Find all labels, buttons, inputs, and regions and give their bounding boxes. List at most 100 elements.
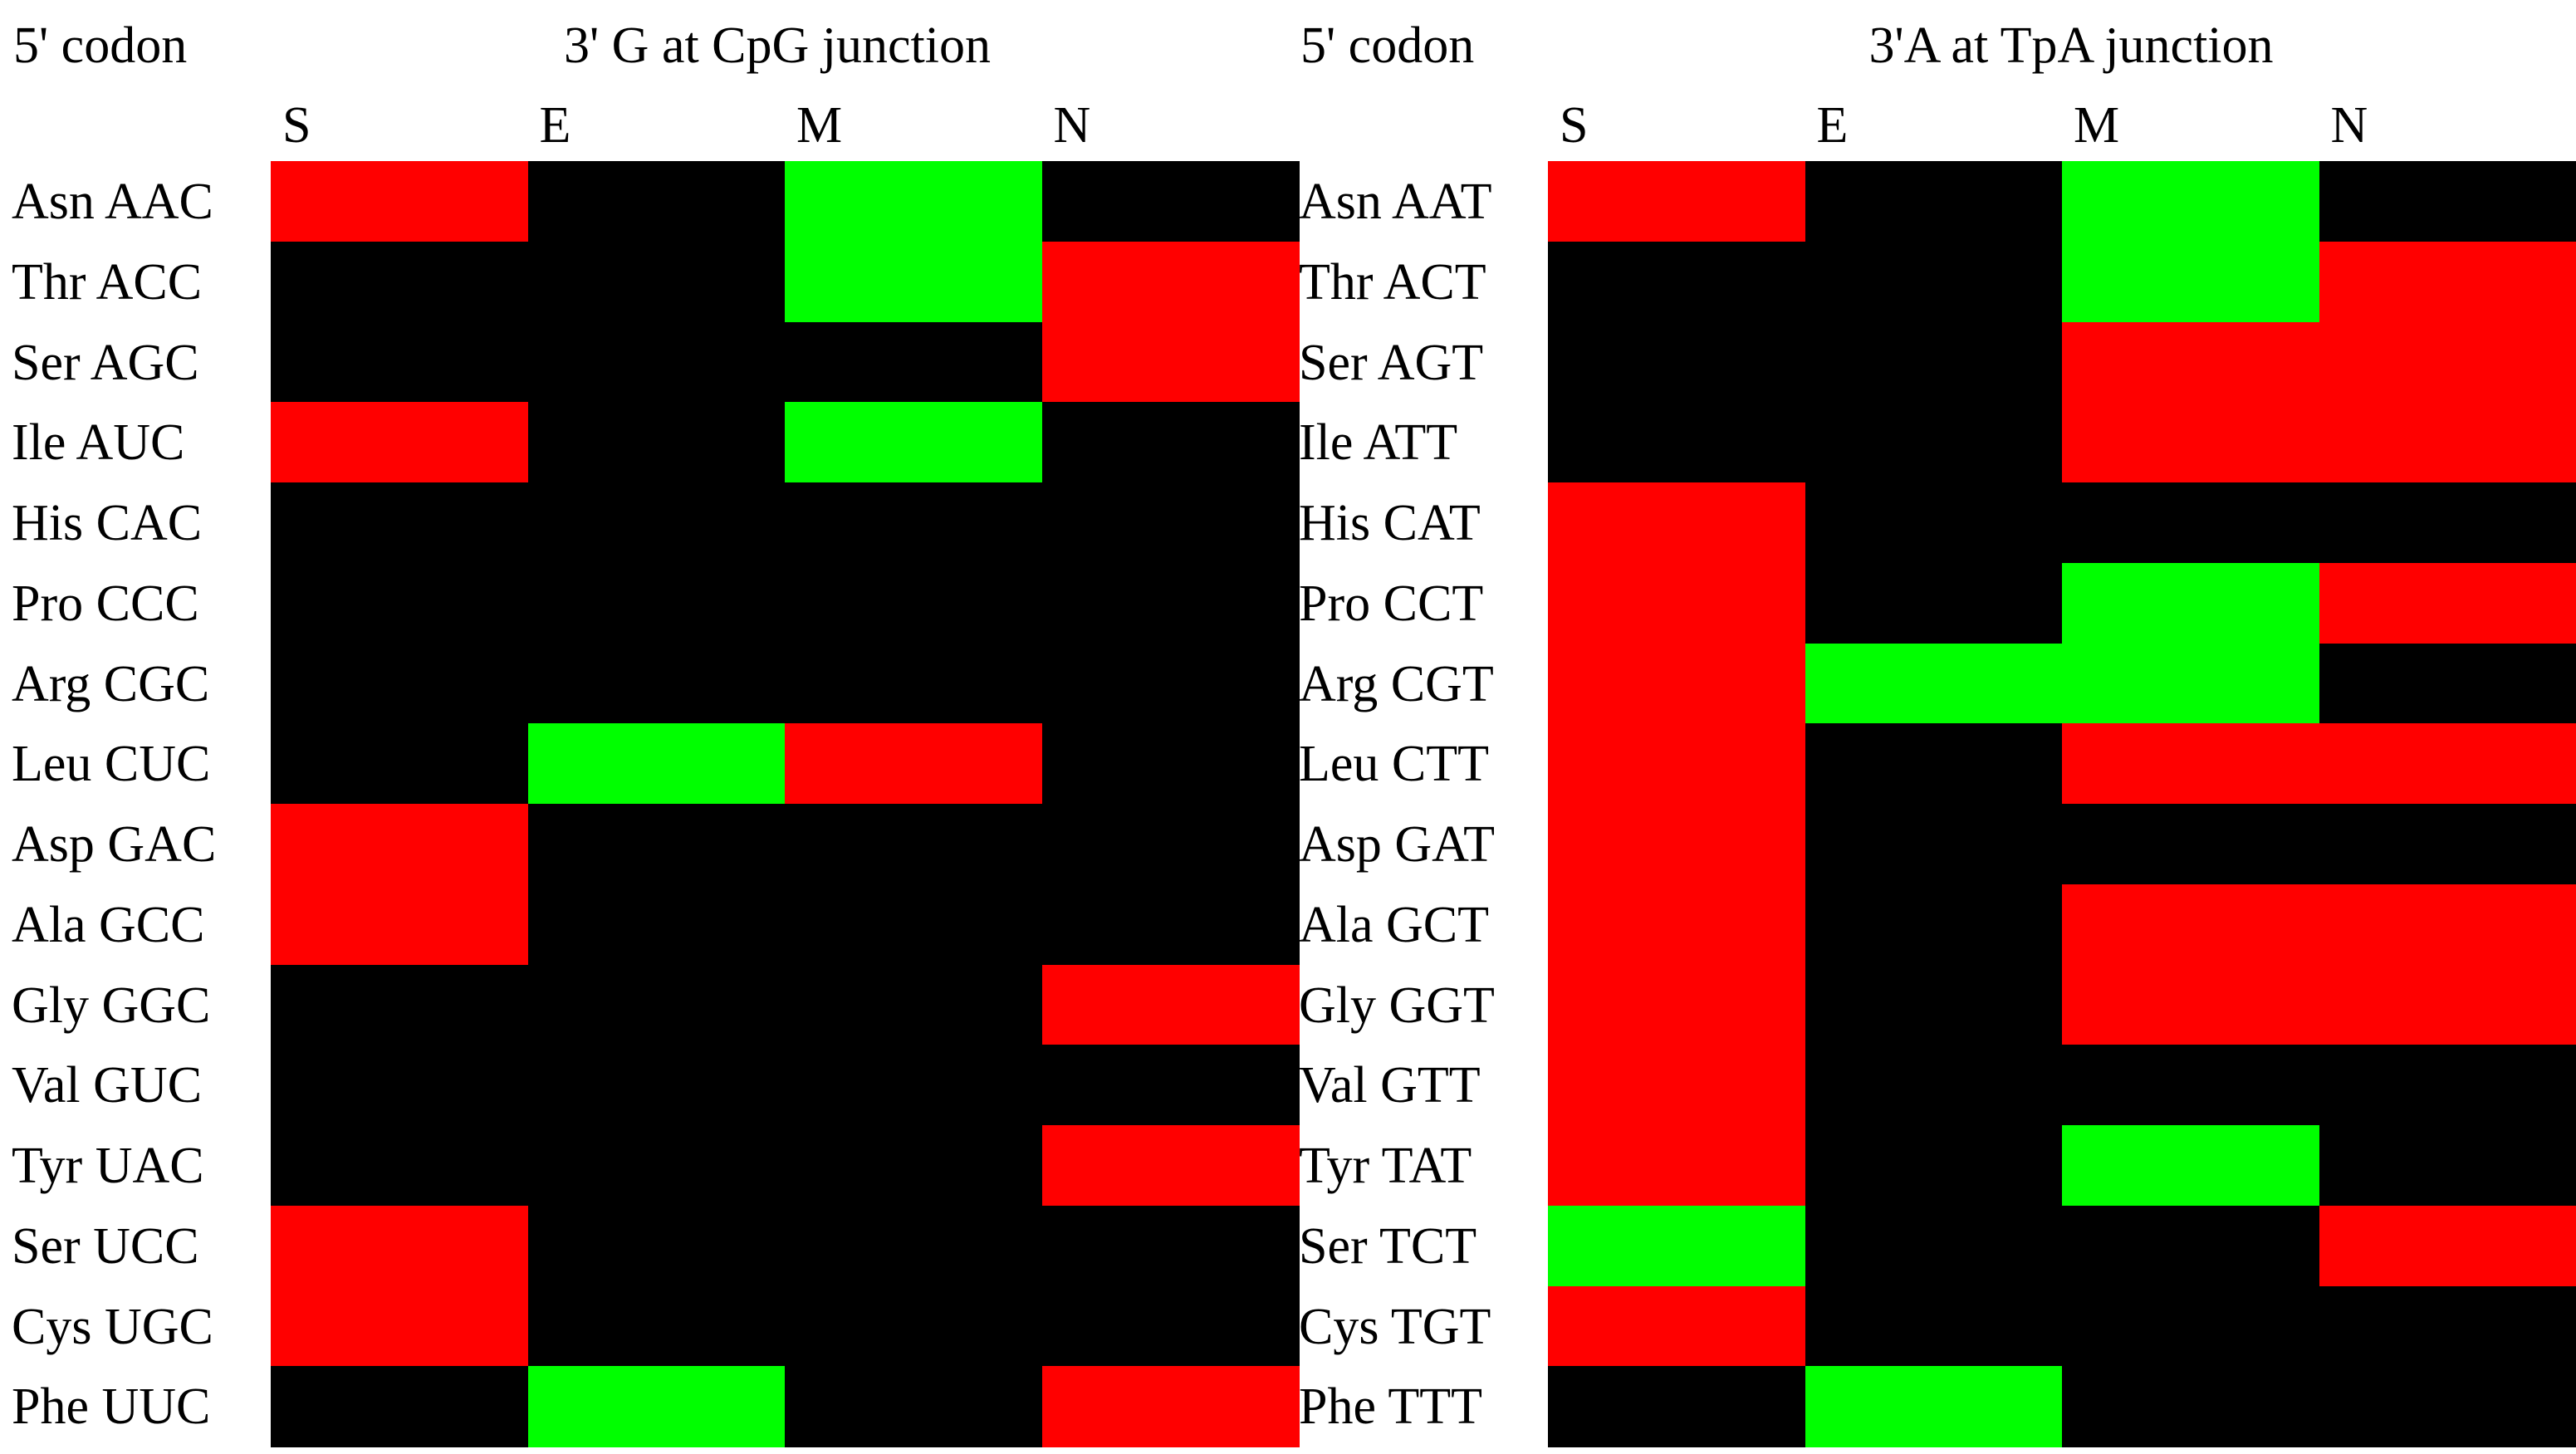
heatmap-cell bbox=[527, 562, 786, 644]
heatmap-cell bbox=[271, 804, 528, 885]
heatmap-cell bbox=[271, 402, 528, 483]
chart-title: 3' G at CpG junction bbox=[563, 17, 992, 74]
heatmap-cell bbox=[2062, 402, 2319, 483]
heatmap-cell bbox=[1805, 1366, 2063, 1447]
row-label: Arg CGC bbox=[12, 655, 210, 712]
heatmap-cell bbox=[785, 562, 1042, 644]
row-label: Cys TGT bbox=[1299, 1298, 1491, 1355]
column-label: M bbox=[2074, 97, 2120, 154]
heatmap-grid bbox=[1548, 161, 2576, 1447]
heatmap-cell bbox=[1548, 884, 1805, 965]
row-label: Cys UGC bbox=[12, 1298, 213, 1355]
row-label: His CAT bbox=[1299, 495, 1481, 551]
heatmap-cell bbox=[785, 1205, 1042, 1286]
heatmap-cell bbox=[2319, 482, 2576, 564]
heatmap-cell bbox=[1041, 884, 1300, 965]
heatmap-cell bbox=[1041, 161, 1300, 242]
row-label: Pro CCC bbox=[12, 575, 199, 632]
heatmap-cell bbox=[527, 1125, 786, 1207]
row-label: Ala GCC bbox=[12, 896, 205, 953]
heatmap-cell bbox=[2062, 161, 2319, 242]
heatmap-cell bbox=[2319, 884, 2576, 965]
heatmap-cell bbox=[527, 1366, 786, 1447]
heatmap-cell bbox=[2062, 964, 2319, 1045]
heatmap-cell bbox=[1548, 1285, 1805, 1367]
heatmap-cell bbox=[2319, 1125, 2576, 1207]
heatmap-cell bbox=[271, 161, 528, 242]
heatmap-cell bbox=[2062, 1045, 2319, 1126]
heatmap-cell bbox=[785, 321, 1042, 403]
heatmap-cell bbox=[527, 804, 786, 885]
heatmap-cell bbox=[2319, 1366, 2576, 1447]
column-label: E bbox=[539, 97, 571, 154]
heatmap-cell bbox=[785, 1285, 1042, 1367]
heatmap-cell bbox=[2062, 241, 2319, 322]
heatmap-cell bbox=[785, 241, 1042, 322]
heatmap-cell bbox=[2062, 321, 2319, 403]
heatmap-cell bbox=[527, 1205, 786, 1286]
heatmap-cell bbox=[1548, 161, 1805, 242]
heatmap-cell bbox=[2062, 643, 2319, 724]
heatmap-cell bbox=[527, 241, 786, 322]
row-label: Asp GAC bbox=[12, 816, 217, 873]
row-label: Ile ATT bbox=[1299, 414, 1458, 472]
heatmap-cell bbox=[1805, 804, 2063, 885]
heatmap-cell bbox=[2319, 321, 2576, 403]
heatmap-cell bbox=[2062, 884, 2319, 965]
heatmap-cell bbox=[1041, 804, 1300, 885]
row-label: Pro CCT bbox=[1299, 575, 1484, 632]
heatmap-cell bbox=[1805, 1125, 2063, 1207]
heatmap-cell bbox=[2319, 643, 2576, 724]
heatmap-cell bbox=[1548, 964, 1805, 1045]
heatmap-cell bbox=[785, 964, 1042, 1045]
row-label: Ser TCT bbox=[1299, 1217, 1477, 1275]
heatmap-cell bbox=[271, 1205, 528, 1286]
row-label: Tyr TAT bbox=[1299, 1138, 1472, 1194]
heatmap-cell bbox=[1548, 402, 1805, 483]
heatmap-cell bbox=[1805, 643, 2063, 724]
row-label: Ile AUC bbox=[12, 414, 185, 472]
row-label: Tyr UAC bbox=[12, 1138, 204, 1194]
heatmap-cell bbox=[527, 884, 786, 965]
row-label: Gly GGC bbox=[12, 977, 211, 1034]
heatmap-cell bbox=[2062, 1125, 2319, 1207]
heatmap-cell bbox=[271, 884, 528, 965]
heatmap-cell bbox=[2319, 723, 2576, 805]
heatmap-cell bbox=[1041, 723, 1300, 805]
heatmap-cell bbox=[527, 723, 786, 805]
chart-title: 3'A at TpA junction bbox=[1868, 17, 2274, 74]
heatmap-cell bbox=[2319, 402, 2576, 483]
heatmap-cell bbox=[1548, 723, 1805, 805]
heatmap-cell bbox=[527, 1285, 786, 1367]
heatmap-cell bbox=[2319, 804, 2576, 885]
heatmap-cell bbox=[1548, 241, 1805, 322]
heatmap-cell bbox=[527, 402, 786, 483]
heatmap-cell bbox=[785, 643, 1042, 724]
heatmap-cell bbox=[271, 723, 528, 805]
heatmap-cell bbox=[527, 482, 786, 564]
heatmap-cell bbox=[527, 1045, 786, 1126]
heatmap-cell bbox=[2319, 241, 2576, 322]
heatmap-cell bbox=[785, 804, 1042, 885]
column-label: M bbox=[796, 97, 843, 154]
heatmap-cell bbox=[1041, 1045, 1300, 1126]
heatmap-cell bbox=[2319, 1045, 2576, 1126]
row-label: Leu CUC bbox=[12, 736, 211, 793]
row-label: Ser UCC bbox=[12, 1217, 199, 1275]
heatmap-cell bbox=[2319, 562, 2576, 644]
heatmap-grid bbox=[271, 161, 1300, 1447]
heatmap-cell bbox=[785, 723, 1042, 805]
heatmap-cell bbox=[1805, 1045, 2063, 1126]
heatmap-cell bbox=[1041, 402, 1300, 483]
row-label: Asn AAT bbox=[1299, 174, 1492, 230]
heatmap-cell bbox=[785, 482, 1042, 564]
heatmap-cell bbox=[527, 643, 786, 724]
row-label: Ser AGT bbox=[1299, 334, 1484, 391]
heatmap-cell bbox=[2062, 1366, 2319, 1447]
heatmap-cell bbox=[271, 964, 528, 1045]
heatmap-cell bbox=[1805, 241, 2063, 322]
row-label: Leu CTT bbox=[1299, 736, 1489, 793]
heatmap-cell bbox=[2062, 723, 2319, 805]
heatmap-cell bbox=[1805, 161, 2063, 242]
heatmap-cell bbox=[2319, 964, 2576, 1045]
